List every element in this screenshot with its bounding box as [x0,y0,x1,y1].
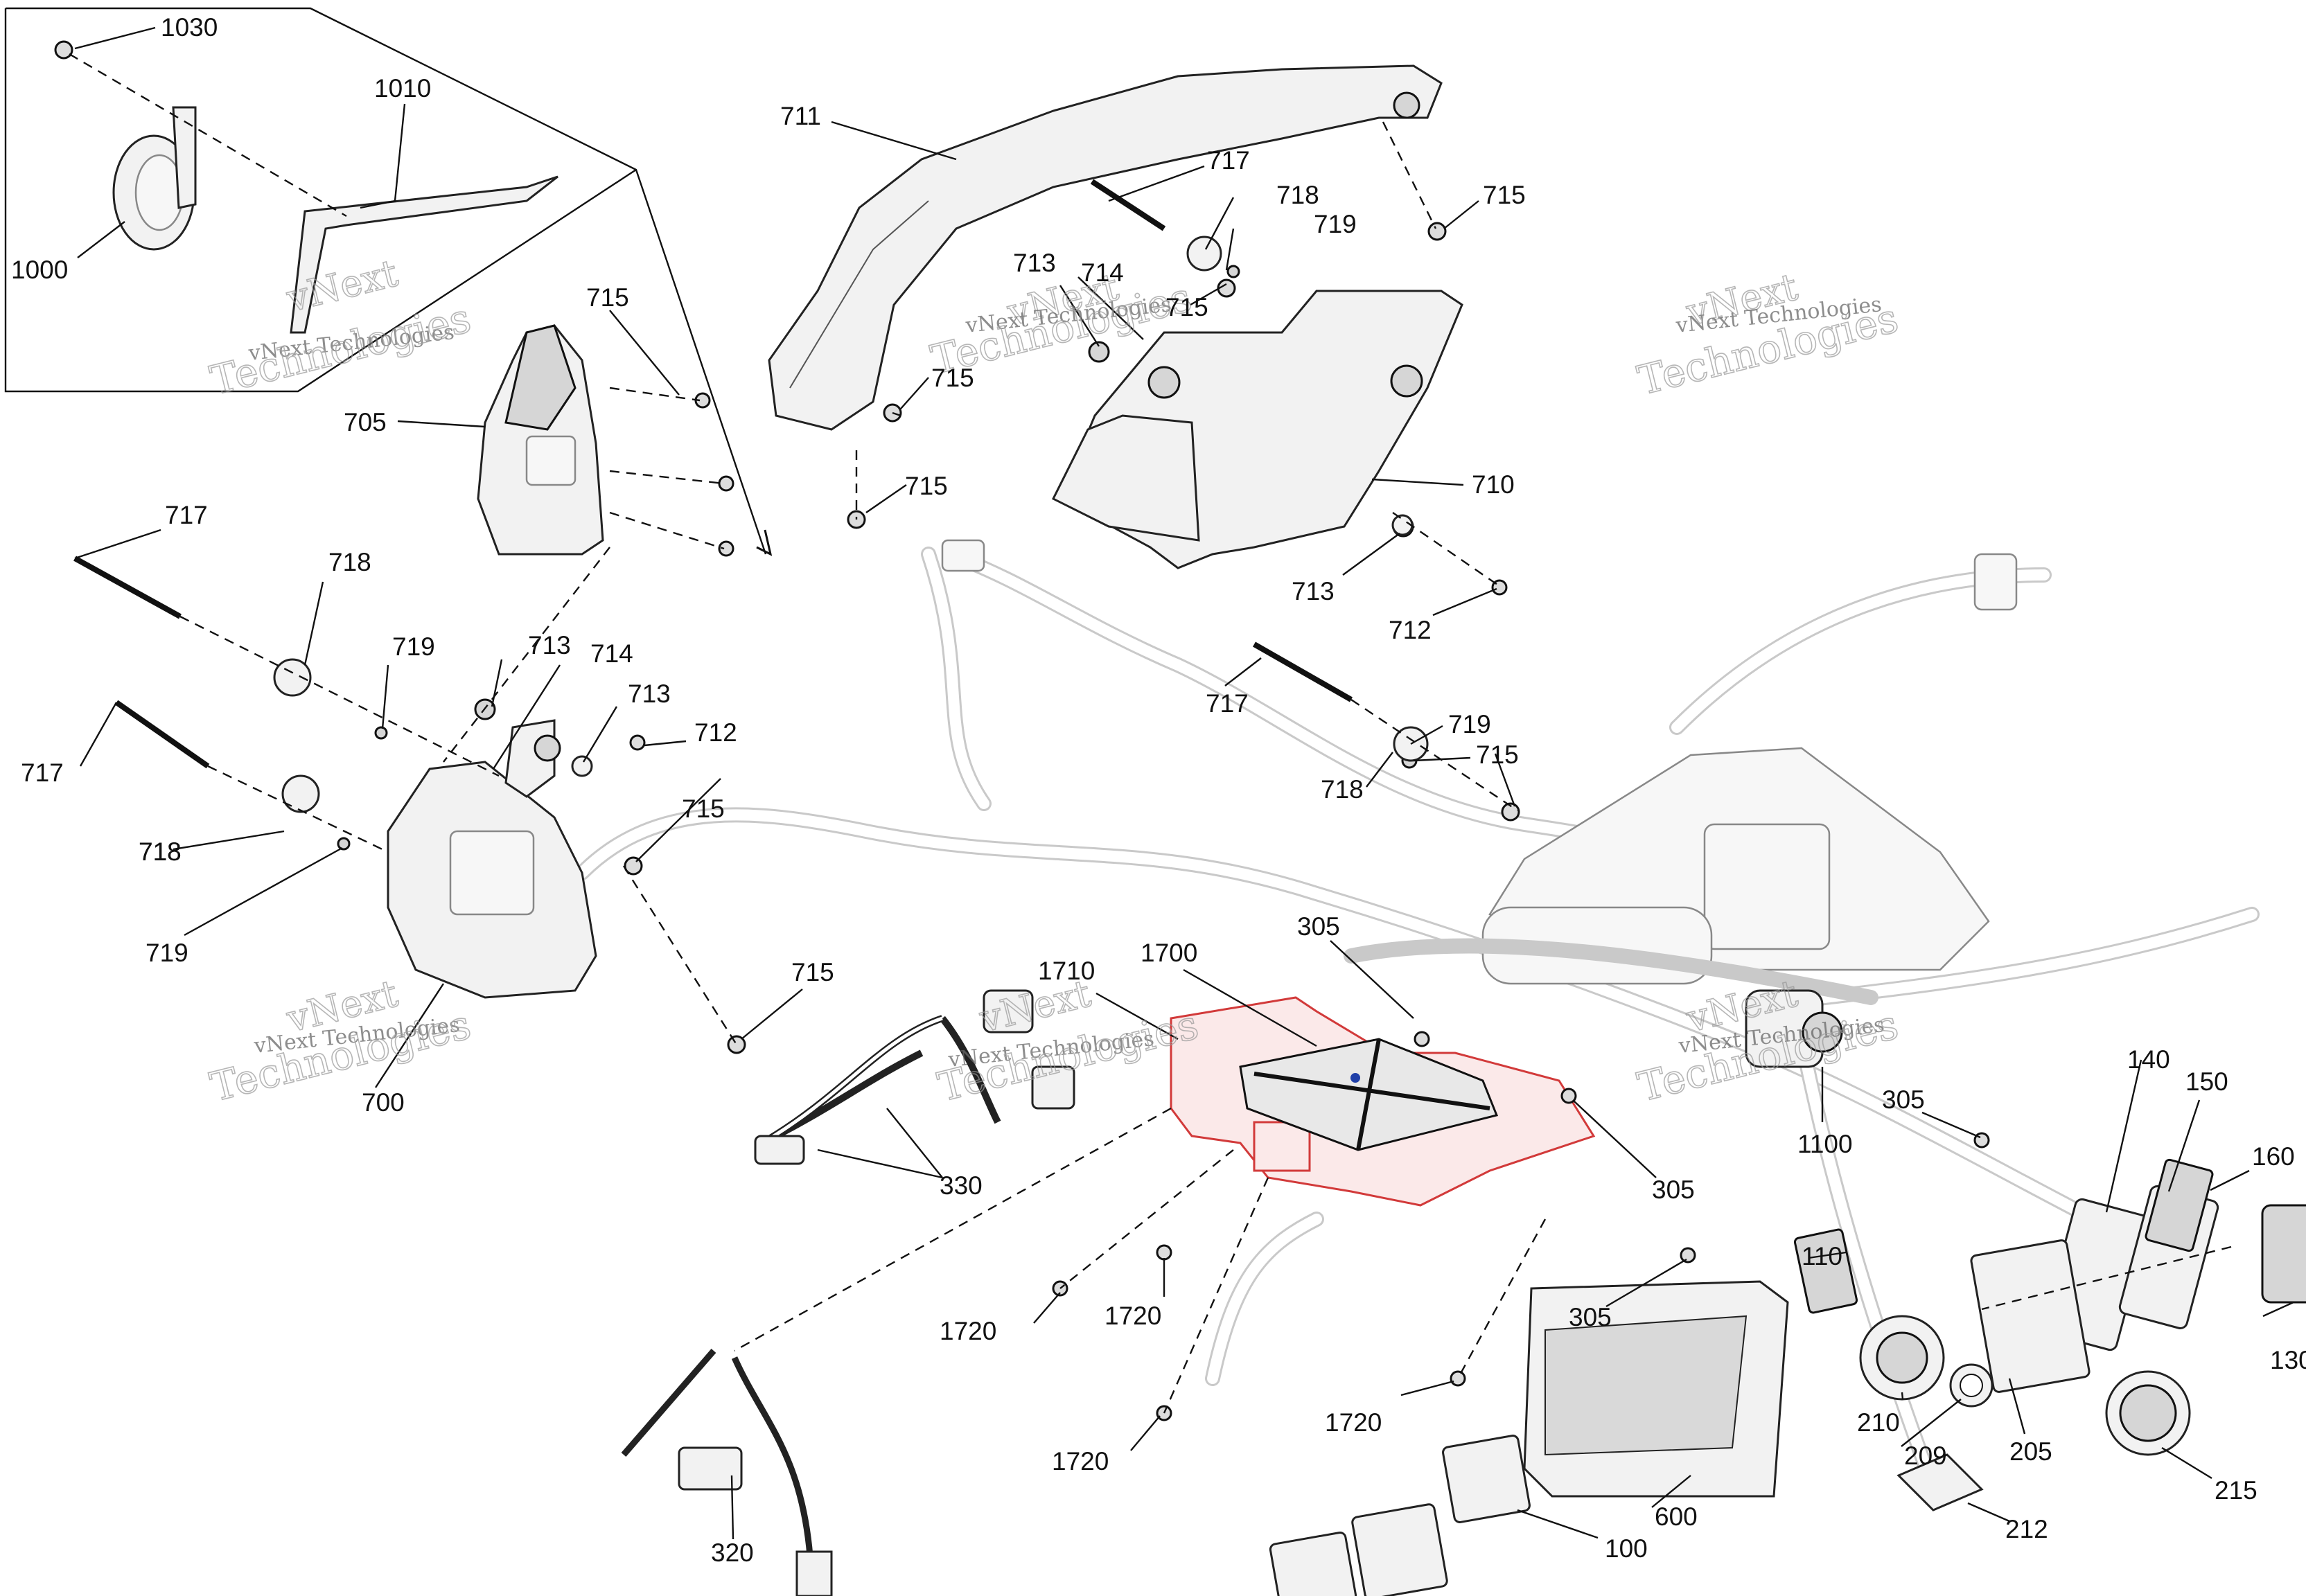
part-label: 150 [2185,1067,2228,1096]
part-label: 715 [682,795,725,823]
part-label: 717 [1207,146,1250,175]
part-label: 210 [1857,1408,1900,1437]
part-label: 715 [1476,741,1519,769]
cap-212 [1896,1453,1984,1511]
part-label: 100 [1605,1534,1648,1563]
bracket-710 [1051,290,1463,569]
nut-209 [1949,1363,1993,1408]
part-label: 330 [940,1171,983,1200]
part-label: 160 [2252,1142,2295,1171]
part-label: 715 [791,958,834,986]
part-label: 1720 [1052,1447,1109,1475]
part-label: 1720 [1325,1408,1382,1437]
part-label: 719 [146,939,188,967]
part-label: 110 [1802,1242,1842,1270]
part-label: 718 [1321,775,1364,804]
part-label: 714 [1081,258,1124,287]
part-label: 717 [165,501,208,529]
horn-detail-inset [4,7,773,556]
sensor-320 [621,1349,833,1596]
part-label: 1700 [1141,939,1197,967]
part-label: 713 [528,631,571,659]
part-label: 600 [1655,1502,1698,1531]
part-label: 712 [694,718,737,747]
part-label: 1720 [940,1317,996,1345]
part-label: 1710 [1038,957,1095,985]
headlight-700 [387,719,597,999]
switches-100 [1269,1435,1531,1596]
outlet-210 [1859,1315,1945,1401]
part-label: 719 [392,632,435,661]
part-label: 714 [590,639,633,668]
part-label: 713 [1292,577,1335,605]
part-label: 719 [1314,210,1357,238]
leader-lines [74,26,2294,1540]
part-label: 1010 [374,74,431,103]
part-label: 705 [344,408,387,436]
gauge-cluster-600 [1523,1280,1789,1498]
part-label: 320 [711,1539,754,1567]
part-label: 715 [1165,293,1208,321]
part-label: 715 [586,283,629,312]
bezel-130 [2261,1204,2306,1304]
part-label: 713 [1013,249,1056,277]
part-label: 715 [1483,181,1526,209]
part-label: 718 [139,837,182,866]
part-label: 1720 [1104,1302,1161,1330]
horn-bracket [290,175,558,334]
control-module-1700 [1239,1038,1499,1151]
part-label: 719 [1448,710,1491,738]
cover-110 [1793,1228,1858,1314]
frame-assembly [1344,747,1990,1005]
headlight-705 [477,324,604,556]
part-label: 212 [2005,1515,2048,1543]
outlet-215 [2105,1370,2191,1456]
watermark-text: Technologies [206,294,475,405]
part-label: 1100 [1797,1130,1853,1158]
part-label: 305 [1652,1176,1695,1204]
part-label: 305 [1569,1303,1612,1331]
cover-160 [2145,1158,2214,1252]
part-label: 718 [1276,181,1319,209]
part-labels: 1030 1010 1000 711 717 718 719 715 715 7… [11,13,2306,1567]
ignition-switch-1100 [1745,989,1843,1068]
part-label: 130 [2270,1346,2306,1374]
part-label: 718 [139,837,182,866]
part-label: 713 [628,680,671,708]
horn-screw [54,40,73,60]
part-label: 711 [780,102,821,130]
part-label: 140 [2127,1045,2170,1074]
part-label: 715 [931,364,974,392]
part-label: 209 [1904,1442,1947,1470]
part-label: 1000 [11,256,68,284]
assembly-lines [179,121,2232,1414]
part-label: 710 [1472,470,1515,499]
part-label: 717 [1206,689,1249,718]
part-label: 1030 [161,13,218,42]
part-label: 700 [362,1088,405,1117]
part-label: 712 [1389,616,1432,644]
part-label: 305 [1297,912,1340,941]
part-label: 717 [21,759,64,787]
bracket-711 [768,64,1443,431]
part-label: 215 [2215,1476,2257,1505]
sensor-harness-330 [754,989,1075,1165]
bezel-205 [1970,1239,2091,1393]
part-label: 205 [2009,1437,2052,1466]
part-label: 715 [905,472,948,500]
part-label: 305 [1882,1085,1925,1114]
horn [112,106,197,251]
part-label: 718 [328,548,371,576]
